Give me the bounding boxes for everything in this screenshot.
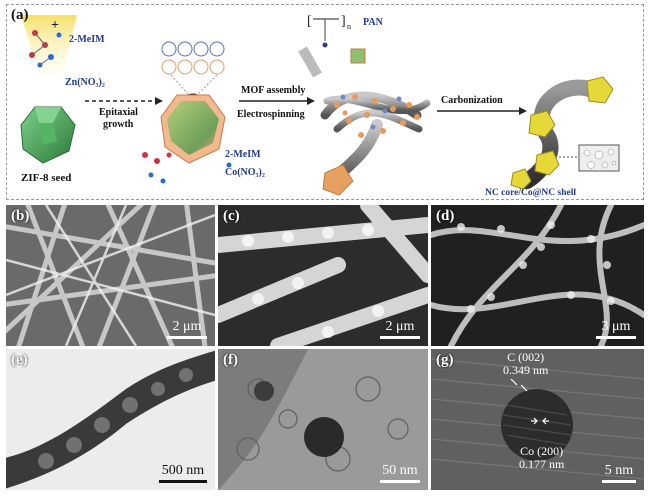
ligand-label-2: 2-MeIM [225, 149, 261, 160]
seed-label: ZIF-8 seed [21, 172, 71, 184]
assembly-label: MOF assembly [241, 85, 305, 96]
panel-label-g: (g) [436, 352, 454, 368]
fiber-end-crystal [322, 164, 354, 196]
epitaxial-label: Epitaxial [99, 107, 138, 118]
svg-text:n: n [347, 22, 351, 31]
scale-bar-f: 50 nm [380, 463, 420, 484]
panel-label-f: (f) [223, 352, 238, 368]
ligand-label-1: 2-MeIM [69, 34, 105, 45]
svg-text:+: + [51, 18, 59, 33]
scale-bar-c: 2 μm [380, 319, 420, 340]
fiber-tem-image [6, 349, 215, 490]
scale-bar-e: 500 nm [159, 463, 207, 484]
crystal-mini [350, 48, 366, 64]
zif8-seed [20, 106, 76, 164]
ligand-solution-cone [21, 15, 77, 75]
spinneret-icon [298, 46, 322, 78]
mof-lattice-icon [161, 41, 225, 75]
panel-label-b: (b) [11, 208, 30, 224]
carbon-lattice-label: C (002) 0.349 nm [503, 350, 549, 377]
mof-fiber-sem-image [218, 205, 428, 346]
panel-f-tem: (f) 50 nm [218, 349, 428, 490]
scale-bar-b: 2 μm [167, 319, 207, 340]
scale-bar-g: 5 nm [602, 463, 636, 484]
svg-text:]: ] [341, 14, 346, 29]
co-salt-label: Co(NO₃)₂ [225, 167, 265, 178]
electrospinning-label: Electrospinning [237, 109, 305, 120]
panel-b-sem: (b) 2 μm [6, 205, 215, 346]
synthesis-scheme: + 2-MeIM Zn(NO₃)₂ ZIF-8 seed Epitaxial g… [6, 4, 644, 200]
product-label: NC core/Co@NC shell [485, 188, 576, 198]
svg-text:[: [ [307, 14, 312, 29]
mof-fiber-bundle [320, 91, 431, 183]
panel-label-a: (a) [11, 7, 29, 23]
co-particle-tem-image [218, 349, 428, 490]
panel-label-e: (e) [11, 352, 28, 368]
cobalt-lattice-label: Co (200) 0.177 nm [519, 444, 565, 471]
panel-e-tem: (e) 500 nm [6, 349, 215, 490]
zn-salt-label: Zn(NO₃)₂ [65, 77, 105, 88]
panel-label-d: (d) [436, 208, 455, 224]
scale-bar-d: 3 μm [596, 319, 636, 340]
carbonized-fiber-sem-image [431, 205, 644, 346]
panel-c-sem: (c) 2 μm [218, 205, 428, 346]
core-shell-crystal [160, 94, 226, 164]
mof-beads [334, 94, 420, 138]
panel-label-c: (c) [223, 208, 240, 224]
nanofiber-sem-image [6, 205, 215, 346]
pan-label: PAN [363, 17, 384, 28]
svg-text:growth: growth [103, 119, 134, 130]
panel-g-hrtem: (g) C (002) 0.349 nm Co (200) 0.177 nm 5… [431, 349, 644, 490]
scheme-graphic: + 2-MeIM Zn(NO₃)₂ ZIF-8 seed Epitaxial g… [20, 14, 620, 198]
carbonization-label: Carbonization [441, 95, 503, 106]
lattice-hrtem-image [431, 349, 644, 490]
panel-d-sem: (d) 3 μm [431, 205, 644, 346]
product-crystals [510, 76, 614, 190]
co-nanoparticle [304, 417, 344, 457]
